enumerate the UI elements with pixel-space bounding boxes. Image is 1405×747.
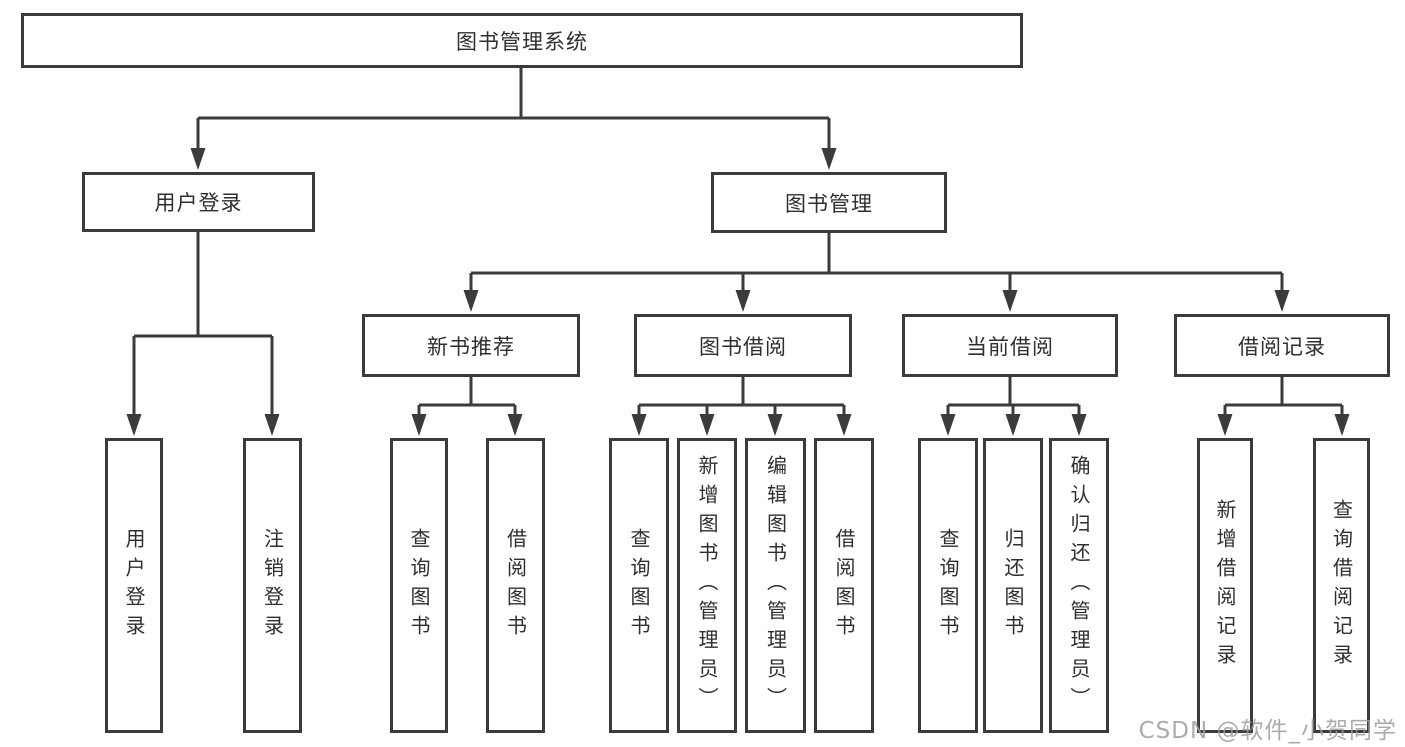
node-user-login-label: 用户登录 <box>154 191 243 215</box>
leaf-borrow-query-book-label: 查询图书 <box>627 527 651 644</box>
leaf-borrow-query-book: 查询图书 <box>609 438 669 733</box>
leaf-record-query-record-label: 查询借阅记录 <box>1329 498 1354 673</box>
leaf-logout-label: 注销登录 <box>260 527 285 644</box>
leaf-borrow-edit-book: 编辑图书（管理员） <box>745 438 806 733</box>
arrow-down-icon <box>1071 414 1087 436</box>
leaf-newbook-query-book: 查询图书 <box>390 438 448 733</box>
arrow-down-icon <box>1274 290 1290 312</box>
arrow-down-icon <box>631 414 647 436</box>
leaf-newbook-borrow-book: 借阅图书 <box>486 438 545 733</box>
arrow-down-icon <box>836 414 852 436</box>
arrow-down-icon <box>1334 414 1350 436</box>
leaf-logout: 注销登录 <box>243 438 302 733</box>
arrow-down-icon <box>264 414 280 436</box>
node-new-book-recommend: 新书推荐 <box>362 314 580 377</box>
arrow-down-icon <box>767 414 783 436</box>
leaf-borrow-borrow-book: 借阅图书 <box>814 438 874 733</box>
leaf-user-login: 用户登录 <box>105 438 163 733</box>
leaf-borrow-add-book-label: 新增图书（管理员） <box>695 455 719 716</box>
node-current-borrow: 当前借阅 <box>902 314 1118 377</box>
arrow-down-icon <box>507 414 523 436</box>
leaf-record-add-record: 新增借阅记录 <box>1197 438 1253 733</box>
node-book-management: 图书管理 <box>711 172 947 233</box>
leaf-current-query-book-label: 查询图书 <box>936 527 960 644</box>
leaf-current-return-book: 归还图书 <box>983 438 1043 733</box>
arrow-down-icon <box>1217 414 1233 436</box>
connector-path <box>132 68 1344 418</box>
leaf-user-login-label: 用户登录 <box>122 527 146 644</box>
arrow-down-icon <box>463 290 479 312</box>
node-borrow-record-label: 借阅记录 <box>1238 334 1326 359</box>
arrow-down-icon <box>940 414 956 436</box>
leaf-current-confirm-return: 确认归还（管理员） <box>1049 438 1109 733</box>
leaf-newbook-query-book-label: 查询图书 <box>407 527 431 644</box>
node-book-borrow: 图书借阅 <box>634 314 852 377</box>
csdn-watermark: CSDN @软件_小贺同学 <box>1138 718 1397 744</box>
arrow-down-icon <box>699 414 715 436</box>
leaf-current-query-book: 查询图书 <box>918 438 978 733</box>
leaf-newbook-borrow-book-label: 借阅图书 <box>503 527 528 644</box>
leaf-borrow-add-book: 新增图书（管理员） <box>677 438 737 733</box>
leaf-borrow-borrow-book-label: 借阅图书 <box>832 527 856 644</box>
leaf-borrow-edit-book-label: 编辑图书（管理员） <box>763 455 788 716</box>
leaf-current-confirm-return-label: 确认归还（管理员） <box>1067 455 1091 716</box>
leaf-current-return-book-label: 归还图书 <box>1001 527 1025 644</box>
arrow-down-icon <box>735 290 751 312</box>
node-new-book-recommend-label: 新书推荐 <box>427 334 515 359</box>
node-root: 图书管理系统 <box>21 13 1023 68</box>
arrowheads <box>126 148 1350 436</box>
node-borrow-record: 借阅记录 <box>1174 314 1390 377</box>
node-current-borrow-label: 当前借阅 <box>966 334 1054 359</box>
leaf-record-query-record: 查询借阅记录 <box>1313 438 1370 733</box>
leaf-record-add-record-label: 新增借阅记录 <box>1213 498 1237 673</box>
arrow-down-icon <box>126 414 142 436</box>
node-root-label: 图书管理系统 <box>456 29 588 54</box>
arrow-down-icon <box>1005 414 1021 436</box>
node-book-management-label: 图书管理 <box>785 191 873 216</box>
node-user-login: 用户登录 <box>82 172 315 232</box>
arrow-down-icon <box>190 148 206 170</box>
arrow-down-icon <box>411 414 427 436</box>
arrow-down-icon <box>1002 290 1018 312</box>
node-book-borrow-label: 图书借阅 <box>699 334 787 359</box>
arrow-down-icon <box>821 148 837 170</box>
